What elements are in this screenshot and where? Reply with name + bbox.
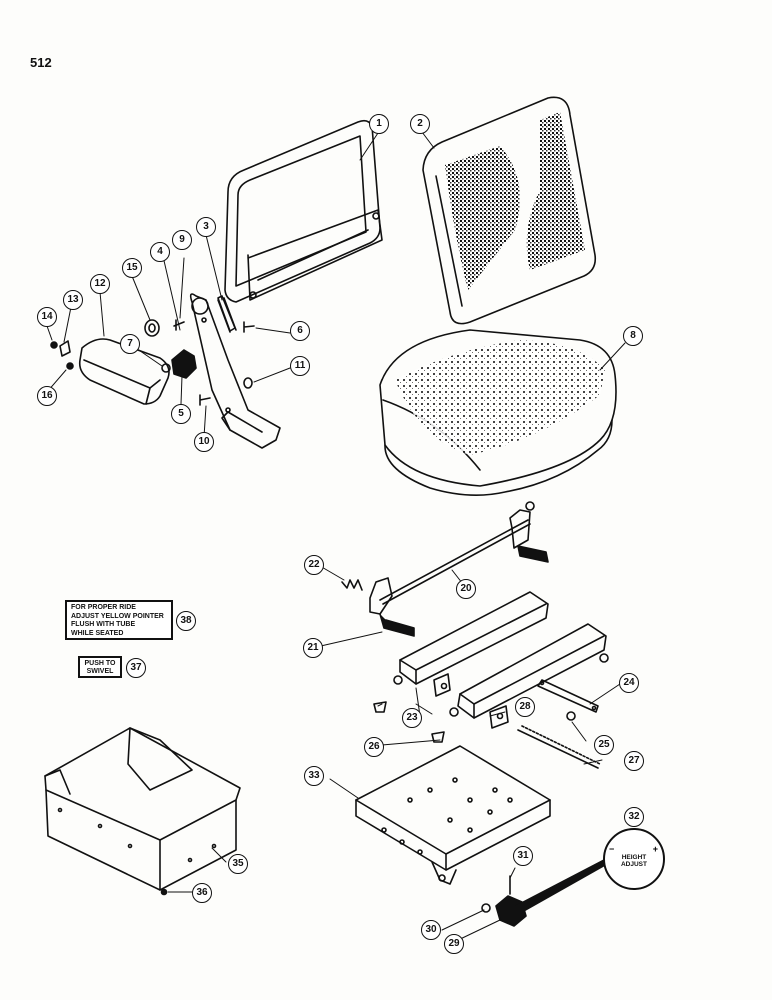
spring-22 — [341, 579, 363, 591]
callout-11: 11 — [290, 356, 310, 376]
washer-15 — [144, 319, 160, 337]
callout-13: 13 — [63, 290, 83, 310]
screw-36 — [160, 888, 168, 896]
bolt-6 — [243, 321, 255, 333]
callout-20: 20 — [456, 579, 476, 599]
height-plus-sign: + — [652, 844, 658, 854]
washer-7 — [161, 363, 171, 373]
adjustment-knob — [171, 349, 197, 379]
callout-32: 32 — [624, 807, 644, 827]
backrest-cushion — [422, 96, 597, 325]
screw-14 — [50, 341, 58, 349]
callout-12: 12 — [90, 274, 110, 294]
decal-line-3: FLUSH WITH TUBE — [71, 621, 136, 628]
handle-21b — [517, 545, 549, 563]
callout-25: 25 — [594, 735, 614, 755]
nut-25 — [566, 711, 576, 721]
boot-cover — [44, 727, 241, 891]
decal-line-4: WHILE SEATED — [71, 629, 124, 637]
seat-fabric — [395, 340, 605, 455]
threaded-rod — [517, 729, 599, 769]
decal-line-2: ADJUST YELLOW POINTER — [71, 612, 164, 620]
callout-38: 38 — [176, 611, 196, 631]
callout-31: 31 — [513, 846, 533, 866]
height-label-line-1: HEIGHT — [621, 854, 647, 861]
callout-23: 23 — [402, 708, 422, 728]
armrest-bracket — [189, 293, 281, 449]
callout-33: 33 — [304, 766, 324, 786]
callout-5: 5 — [171, 404, 191, 424]
callout-16: 16 — [37, 386, 57, 406]
link-bar — [537, 679, 599, 713]
swivel-line-2: SWIVEL — [86, 668, 114, 675]
callout-37: 37 — [126, 658, 146, 678]
base-plate — [355, 745, 551, 885]
bolt-26b — [431, 731, 445, 743]
callout-30: 30 — [421, 920, 441, 940]
backrest-frame — [224, 119, 383, 303]
callout-4: 4 — [150, 242, 170, 262]
swivel-line-1: PUSH TO — [84, 660, 116, 667]
callout-35: 35 — [228, 854, 248, 874]
screw-16 — [66, 362, 74, 370]
callout-1: 1 — [369, 114, 389, 134]
callout-3: 3 — [196, 217, 216, 237]
ride-adjust-decal: FOR PROPER RIDE ADJUST YELLOW POINTER FL… — [65, 600, 173, 640]
height-adjust-decal: − + HEIGHT ADJUST — [603, 828, 665, 890]
callout-6: 6 — [290, 321, 310, 341]
page-number: 512 — [30, 55, 52, 70]
callout-36: 36 — [192, 883, 212, 903]
handle-21 — [379, 613, 415, 637]
callout-22: 22 — [304, 555, 324, 575]
callout-10: 10 — [194, 432, 214, 452]
rod-assembly — [369, 501, 535, 615]
rail-front — [393, 591, 549, 697]
callout-21: 21 — [303, 638, 323, 658]
backrest-fabric-left — [445, 146, 520, 290]
callout-9: 9 — [172, 230, 192, 250]
backrest-fabric-right — [526, 112, 585, 270]
callout-8: 8 — [623, 326, 643, 346]
callout-26: 26 — [364, 737, 384, 757]
washer-11 — [243, 377, 253, 389]
bolt-10 — [199, 394, 211, 406]
callout-15: 15 — [122, 258, 142, 278]
callout-14: 14 — [37, 307, 57, 327]
height-minus-sign: − — [609, 844, 615, 854]
height-label-line-2: ADJUST — [620, 861, 647, 868]
bolt-26a — [373, 701, 387, 713]
washer-30 — [481, 903, 491, 913]
armrest-pad — [78, 338, 170, 405]
callout-2: 2 — [410, 114, 430, 134]
height-adjust-label: HEIGHT ADJUST — [605, 854, 663, 868]
callout-29: 29 — [444, 934, 464, 954]
knob-arrow — [514, 856, 612, 914]
callout-28: 28 — [515, 697, 535, 717]
callout-7: 7 — [120, 334, 140, 354]
callout-27: 27 — [624, 751, 644, 771]
decal-line-1: FOR PROPER RIDE — [71, 604, 136, 611]
push-to-swivel-decal: PUSH TO SWIVEL — [78, 656, 122, 678]
callout-24: 24 — [619, 673, 639, 693]
plate-13 — [59, 340, 71, 357]
